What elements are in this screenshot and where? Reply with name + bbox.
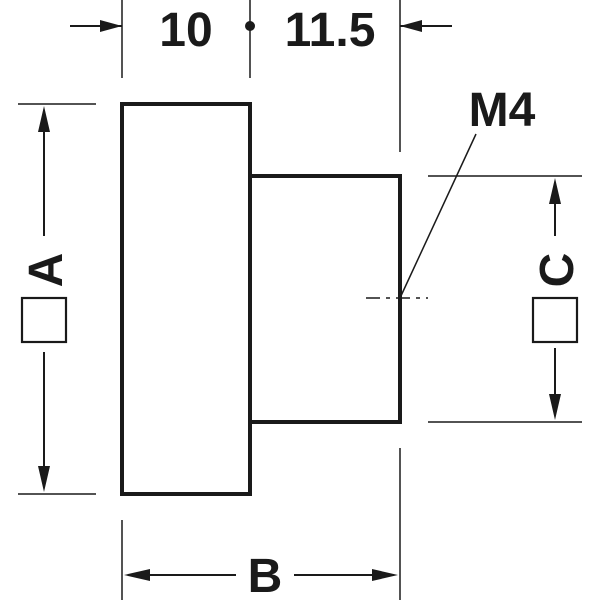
square-symbol-c: [531, 296, 579, 344]
dim-top-separator-dot: [245, 21, 255, 31]
dim-label-width-a: A: [20, 253, 73, 288]
dim-label-cap-depth: 10: [159, 4, 212, 57]
arrow-head-a-bottom: [38, 466, 50, 492]
cap-outline: [120, 102, 252, 496]
dim-label-width-c: C: [531, 253, 584, 288]
square-symbol-a: [20, 296, 68, 344]
dim-label-shank-length: 11.5: [285, 4, 376, 57]
dim-label-thread: M4: [469, 84, 536, 137]
arrow-head-c-top: [549, 178, 561, 204]
shank-outline: [248, 174, 402, 424]
dim-label-width-b: B: [248, 550, 283, 600]
arrow-head-b-left: [124, 569, 150, 581]
arrow-head-top-right: [400, 20, 422, 32]
thread-leader-line: [399, 133, 477, 299]
arrow-head-b-right: [372, 569, 398, 581]
arrow-head-top-left: [100, 20, 122, 32]
arrow-head-a-top: [38, 106, 50, 132]
arrow-head-c-bottom: [549, 394, 561, 420]
